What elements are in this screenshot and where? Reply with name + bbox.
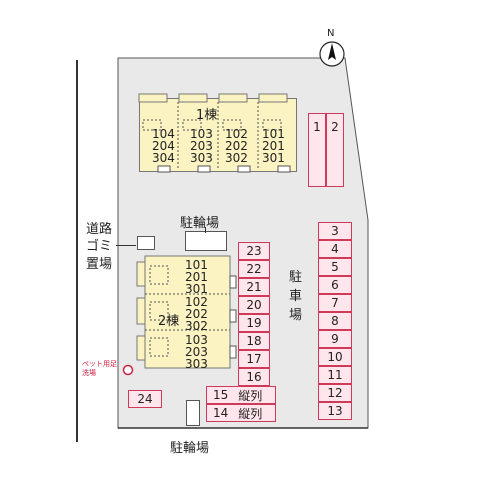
b1-unit-302: 302 [225,151,248,165]
parking-label: 駐車場 [289,270,303,323]
bike-parking-top-label: 駐輪場 [180,216,220,231]
compass: N [318,28,346,68]
pet-wash-icon [122,364,134,376]
parking-stall-17: 17 [238,350,270,368]
parking-stall-24: 24 [128,390,162,408]
compass-label: N [327,28,335,39]
road-label: 道路 [86,222,113,237]
garbage-label: ゴミ置場 [86,239,113,272]
parking-stall-3: 3 [318,222,352,240]
north-arrow-icon [319,41,345,67]
parking-stall-2: 2 [326,113,344,187]
b2-unit-303: 303 [185,357,208,371]
pet-wash-label: ペット用足洗場 [82,360,117,377]
garbage-area [137,236,155,250]
b1-unit-304: 304 [152,151,175,165]
parking-stall-21: 21 [238,278,270,296]
parking-stall-7: 7 [318,294,352,312]
b2-unit-202: 202 [185,307,208,321]
b1-unit-204: 204 [152,139,175,153]
b1-unit-203: 203 [190,139,213,153]
bike-parking-bottom [186,400,200,426]
parking-stall-13: 13 [318,402,352,420]
bike-parking-bottom-label: 駐輪場 [170,441,210,456]
b1-unit-102: 102 [225,127,248,141]
b2-unit-203: 203 [185,345,208,359]
parking-stall-10: 10 [318,348,352,366]
b1-unit-103: 103 [190,127,213,141]
parking-stall-22: 22 [238,260,270,278]
b2-unit-201: 201 [185,270,208,284]
parking-stall-23: 23 [238,242,270,260]
b2-unit-102: 102 [185,295,208,309]
b1-unit-104: 104 [152,127,175,141]
b2-unit-301: 301 [185,282,208,296]
parking-stall-12: 12 [318,384,352,402]
parking-stall-20: 20 [238,296,270,314]
b1-unit-101: 101 [262,127,285,141]
parking-stall-8: 8 [318,312,352,330]
parking-stall-18: 18 [238,332,270,350]
b1-unit-303: 303 [190,151,213,165]
parking-stall-9: 9 [318,330,352,348]
parking-stall-6: 6 [318,276,352,294]
parking-stall-1: 1 [308,113,326,187]
b1-unit-301: 301 [262,151,285,165]
parking-stall-16: 16 [238,368,270,386]
b1-unit-201: 201 [262,139,285,153]
b2-unit-302: 302 [185,319,208,333]
bike-parking-top [185,231,227,251]
b2-unit-101: 101 [185,258,208,272]
parking-stall-4: 4 [318,240,352,258]
road-line [76,60,78,442]
b1-unit-202: 202 [225,139,248,153]
parking-stall-5: 5 [318,258,352,276]
building-2-name: 2棟 [158,314,180,329]
parking-stall-11: 11 [318,366,352,384]
building-1-name: 1棟 [196,108,218,123]
parking-stall-19: 19 [238,314,270,332]
b2-unit-103: 103 [185,333,208,347]
